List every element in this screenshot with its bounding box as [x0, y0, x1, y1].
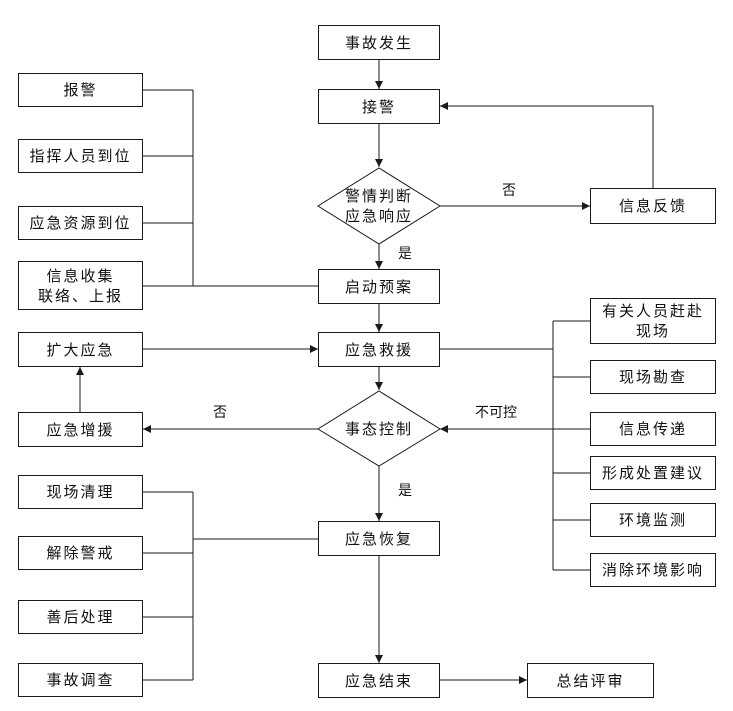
label-judge-no: 否	[502, 183, 516, 199]
node-report-alarm: 报警	[18, 73, 143, 107]
node-advice: 形成处置建议	[590, 456, 716, 490]
node-commander: 指挥人员到位	[18, 139, 143, 173]
node-recovery: 应急恢复	[318, 521, 440, 556]
node-judge: 警情判断 应急响应	[344, 187, 413, 225]
node-accident: 事故发生	[318, 25, 440, 60]
node-review: 总结评审	[527, 663, 654, 698]
node-control: 事态控制	[344, 419, 413, 438]
node-reinforce: 应急增援	[18, 412, 143, 447]
label-control-yes: 是	[398, 483, 412, 499]
node-feedback: 信息反馈	[590, 188, 716, 224]
node-survey: 现场勘查	[590, 360, 716, 394]
node-info-pass: 信息传递	[590, 412, 716, 446]
node-aftermath: 善后处理	[18, 600, 143, 634]
node-personnel: 有关人员赶赴 现场	[590, 298, 716, 344]
node-receive-alarm: 接警	[318, 89, 440, 124]
diamond-judge	[317, 167, 441, 245]
node-end: 应急结束	[318, 663, 440, 698]
node-site-clean: 现场清理	[18, 475, 143, 509]
node-resources: 应急资源到位	[18, 206, 143, 240]
label-control-uncontrollable: 不可控	[475, 405, 517, 421]
node-investigation: 事故调查	[18, 663, 143, 697]
node-info-collect: 信息收集 联络、上报	[18, 261, 143, 310]
node-lift-alert: 解除警戒	[18, 536, 143, 570]
label-control-no: 否	[213, 405, 227, 421]
arrow-feedback-to-alarm	[440, 102, 654, 188]
node-env-eliminate: 消除环境影响	[590, 553, 716, 587]
label-judge-yes: 是	[398, 246, 412, 262]
node-start-plan: 启动预案	[318, 269, 440, 304]
diamond-control	[317, 390, 441, 467]
node-expand: 扩大应急	[18, 332, 143, 367]
node-env-monitor: 环境监测	[590, 503, 716, 537]
node-rescue: 应急救援	[318, 332, 440, 367]
